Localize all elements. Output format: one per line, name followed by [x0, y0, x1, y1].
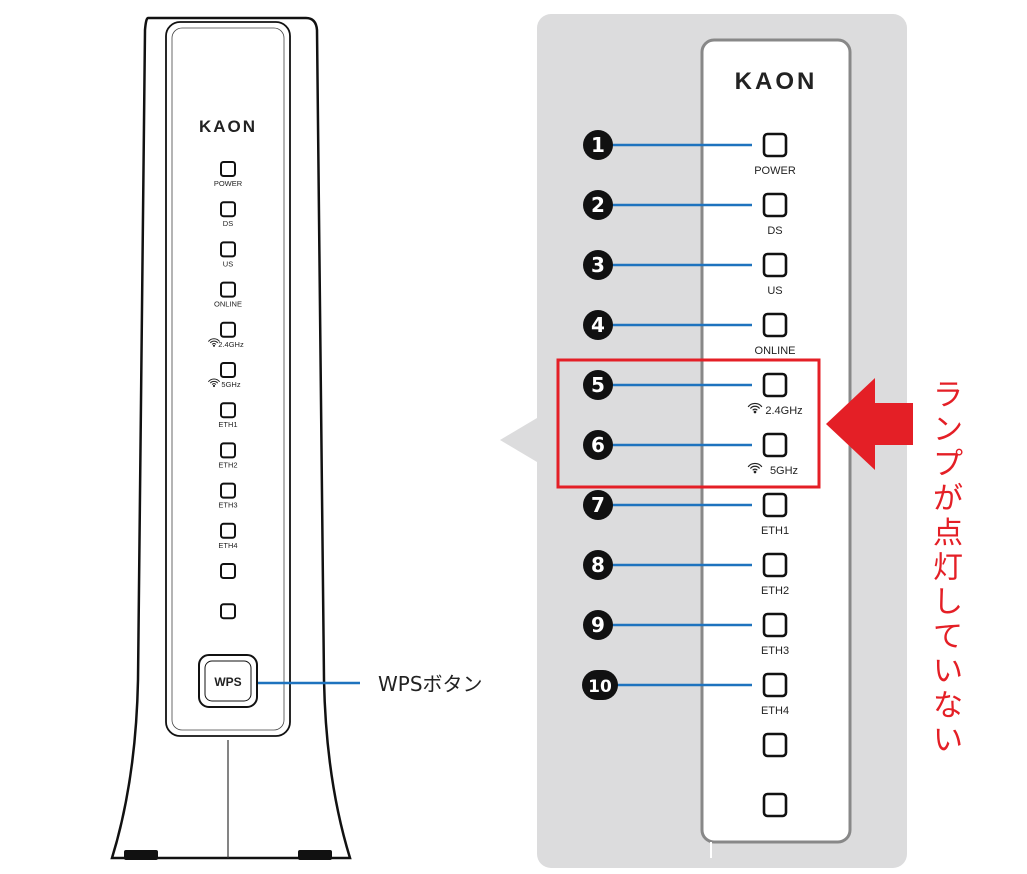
number-badge: 6 [583, 430, 613, 460]
number-badge: 2 [583, 190, 613, 220]
device-led: ETH1 [218, 402, 238, 429]
wps-button[interactable]: WPS [198, 654, 258, 708]
device-led-list: POWER DS US ONLINE 2.4GHz 5GHzETH1ETH2ETH3ETH… [207, 161, 244, 620]
not-lit-annotation: ランプが点灯していない [933, 378, 963, 758]
zoom-led-label: ETH1 [761, 525, 789, 537]
zoom-led-label: ETH2 [761, 585, 789, 597]
zoom-led-label: US [767, 285, 782, 297]
zoom-led-list: 1POWER2DS3US4ONLINE52.4GHz65GHz7ETH18ETH… [582, 130, 803, 818]
number-badge: 10 [582, 670, 618, 700]
led-indicator [762, 492, 788, 518]
device-led-label: ETH2 [218, 460, 237, 469]
led-indicator [762, 372, 788, 398]
number-badge-text: 2 [591, 193, 605, 217]
wifi-icon [747, 462, 763, 474]
device-led-label: ETH4 [218, 541, 237, 550]
zoom-led: 5 2.4GHz [583, 370, 803, 417]
led-indicator [762, 792, 788, 818]
device-led: ETH2 [218, 442, 238, 469]
zoom-led-label: 5GHz [770, 465, 798, 477]
zoom-led-label: POWER [754, 165, 796, 177]
router-front-panel [165, 21, 291, 737]
device-led-label: DS [223, 219, 233, 228]
led-indicator [762, 612, 788, 638]
zoom-led: 6 5GHz [583, 430, 798, 477]
device-led: 5GHz [207, 362, 241, 389]
device-led: US [220, 241, 236, 268]
device-led: POWER [214, 161, 243, 188]
device-led-label: 2.4GHz [218, 340, 244, 349]
zoom-led-label: ETH4 [761, 705, 789, 717]
led-indicator [762, 432, 788, 458]
number-badge-text: 10 [588, 677, 612, 697]
number-badge: 5 [583, 370, 613, 400]
led-indicator [762, 192, 788, 218]
number-badge-text: 4 [591, 313, 605, 337]
zoom-led-label: ONLINE [755, 345, 796, 357]
wifi-icon [207, 378, 221, 388]
led-indicator [762, 132, 788, 158]
number-badge-text: 7 [591, 493, 605, 517]
arrow-left-icon [826, 378, 913, 470]
device-led: ETH3 [218, 482, 238, 510]
router-brand-logo: KAON [199, 117, 257, 136]
number-badge-text: 8 [591, 553, 605, 577]
device-led-label: 5GHz [221, 380, 240, 389]
number-badge: 3 [583, 250, 613, 280]
number-badge: 8 [583, 550, 613, 580]
zoom-led: 2DS [583, 190, 788, 237]
zoom-led [762, 792, 788, 818]
wifi-icon [207, 338, 221, 347]
device-led [220, 603, 236, 620]
device-led-label: ETH3 [218, 501, 237, 510]
led-indicator [762, 732, 788, 758]
zoom-led-label: ETH3 [761, 645, 789, 657]
router-front-view: KAON POWER DS US ONLINE 2.4GHz 5GHzETH1ETH2ET… [110, 16, 483, 860]
device-led: DS [220, 201, 236, 228]
device-led: ONLINE [214, 281, 242, 309]
number-badge: 7 [583, 490, 613, 520]
number-badge: 9 [583, 610, 613, 640]
device-led-label: ETH1 [218, 420, 237, 429]
device-led-label: ONLINE [214, 300, 242, 309]
device-led-label: POWER [214, 179, 243, 188]
device-led-label: US [223, 259, 233, 268]
device-led [220, 563, 236, 579]
number-badge: 4 [583, 310, 613, 340]
wps-button-label: WPS [214, 675, 241, 689]
zoom-led-label: 2.4GHz [765, 405, 802, 417]
led-indicator [762, 672, 788, 698]
number-badge: 1 [583, 130, 613, 160]
device-led: 2.4GHz [207, 321, 244, 349]
wps-callout-label: WPSボタン [378, 672, 483, 696]
zoom-brand-logo: KAON [735, 68, 818, 95]
zoom-led-label: DS [767, 225, 782, 237]
led-indicator [762, 312, 788, 338]
zoom-pointer-triangle [500, 418, 537, 462]
number-badge-text: 5 [591, 373, 605, 397]
zoom-led: 3US [583, 250, 788, 297]
number-badge-text: 9 [591, 613, 605, 637]
device-led: ETH4 [218, 522, 238, 550]
number-badge-text: 6 [591, 433, 605, 457]
annotation-text: ランプが点灯していない [933, 378, 963, 758]
number-badge-text: 1 [591, 133, 605, 157]
highlight-box [556, 358, 821, 489]
led-indicator [762, 252, 788, 278]
wifi-icon [747, 402, 763, 414]
led-indicator [762, 552, 788, 578]
zoom-led [762, 732, 788, 758]
number-badge-text: 3 [591, 253, 605, 277]
